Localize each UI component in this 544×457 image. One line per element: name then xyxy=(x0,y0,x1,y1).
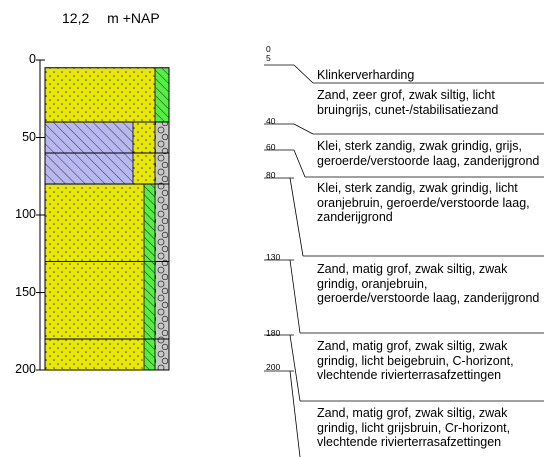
connector-1 xyxy=(293,123,314,135)
layer-description-4: Zand, matig grof, zwak siltig, zwak grin… xyxy=(317,262,540,305)
layer-5 xyxy=(44,261,170,340)
layer-main-fill xyxy=(45,67,155,122)
layer-main-fill xyxy=(45,339,144,370)
depth-label-80: 80 xyxy=(266,170,276,180)
layer-strip-fill xyxy=(144,184,155,262)
layer-main-fill xyxy=(45,122,133,153)
depth-label-0: 0 xyxy=(266,44,271,54)
depth-label-130: 130 xyxy=(266,252,281,262)
layer-strip-fill xyxy=(155,67,169,122)
depth-label-5: 5 xyxy=(266,53,271,63)
layer-main-fill xyxy=(45,184,144,262)
connector-5 xyxy=(289,334,301,402)
layer-6 xyxy=(44,338,170,371)
layer-1 xyxy=(44,67,170,123)
y-tick-label: 50 xyxy=(22,129,36,144)
connector-4 xyxy=(289,259,301,334)
y-tick-label: 100 xyxy=(15,207,36,221)
layer-4 xyxy=(44,183,170,262)
connector-0 xyxy=(293,64,314,84)
layer-2 xyxy=(44,121,170,154)
layer-gravel-fill xyxy=(155,153,169,184)
layer-gravel-fill xyxy=(155,122,169,153)
layer-description-3: Klei, sterk zandig, zwak grindig, licht … xyxy=(317,181,530,224)
layer-gravel-fill xyxy=(155,261,169,339)
layer-description-1: Zand, zeer grof, zwak siltig, licht brui… xyxy=(317,88,499,117)
depth-label-180: 180 xyxy=(266,328,281,338)
y-tick-label: 150 xyxy=(15,284,36,299)
y-tick-label: 0 xyxy=(29,52,36,66)
layer-gravel-fill xyxy=(155,339,169,370)
layer-strip-fill xyxy=(144,339,155,370)
depth-label-40: 40 xyxy=(266,116,276,126)
elevation-header: 12,2 m +NAP xyxy=(62,10,174,26)
depth-label-200: 200 xyxy=(266,362,281,372)
layer-main-fill xyxy=(45,153,133,184)
elevation-unit: m +NAP xyxy=(107,10,160,26)
layer-strip-fill xyxy=(133,122,155,153)
elevation-value: 12,2 xyxy=(62,10,90,26)
y-tick-label: 200 xyxy=(15,362,36,376)
layer-description-2: Klei, sterk zandig, zwak grindig, grijs,… xyxy=(317,139,540,168)
layer-gravel-fill xyxy=(155,184,169,262)
depth-label-60: 60 xyxy=(266,142,276,152)
layer-main-fill xyxy=(45,261,144,339)
connector-2 xyxy=(293,149,306,178)
layer-description-6: Zand, matig grof, zwak siltig, zwak grin… xyxy=(317,406,511,449)
connector-6 xyxy=(289,370,301,457)
connector-3 xyxy=(289,177,304,257)
layer-3 xyxy=(44,152,170,185)
layer-description-5: Zand, matig grof, zwak siltig, zwak grin… xyxy=(317,339,514,382)
layer-description-0: Klinkerverharding xyxy=(317,68,415,82)
layer-outline xyxy=(44,338,170,371)
layer-strip-fill xyxy=(133,153,155,184)
layer-strip-fill xyxy=(144,261,155,339)
